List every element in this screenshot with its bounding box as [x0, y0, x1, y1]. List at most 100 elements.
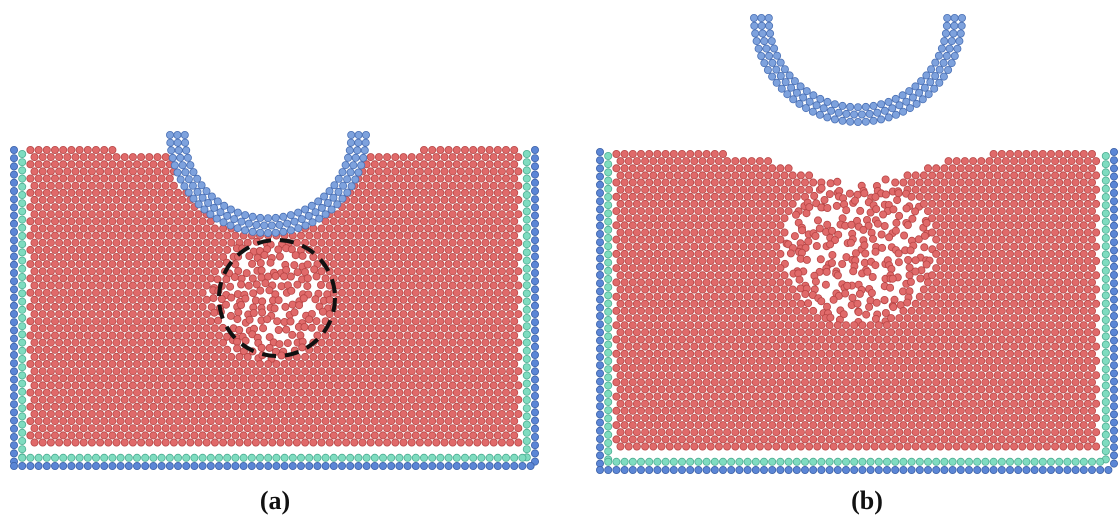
workpiece-atom [437, 389, 444, 396]
workpiece-atom [990, 265, 997, 272]
workpiece-atom [949, 208, 956, 215]
thermostat-atom [502, 454, 509, 461]
boundary-atom [531, 269, 538, 276]
workpiece-atom [47, 368, 54, 375]
boundary-atom [10, 401, 17, 408]
workpiece-atom [375, 353, 382, 360]
workpiece-atom [404, 232, 411, 239]
workpiece-atom [953, 315, 960, 322]
workpiece-atom [654, 364, 661, 371]
workpiece-atom [728, 208, 735, 215]
workpiece-atom [461, 232, 468, 239]
workpiece-atom [68, 303, 75, 310]
workpiece-atom [490, 225, 497, 232]
workpiece-atom [68, 161, 75, 168]
workpiece-atom [355, 403, 362, 410]
workpiece-atom [306, 316, 313, 323]
thermostat-atom [1102, 316, 1109, 323]
thermostat-atom [605, 185, 612, 192]
workpiece-atom [515, 168, 522, 175]
workpiece-atom [482, 396, 489, 403]
workpiece-atom [236, 353, 243, 360]
workpiece-atom [1084, 286, 1091, 293]
thermostat-atom [19, 183, 26, 190]
workpiece-atom [437, 289, 444, 296]
boundary-atom [1097, 466, 1104, 473]
workpiece-atom [408, 182, 415, 189]
workpiece-atom [1072, 222, 1079, 229]
workpiece-atom [982, 236, 989, 243]
workpiece-atom [769, 193, 776, 200]
workpiece-atom [633, 329, 640, 336]
thermostat-atom [19, 282, 26, 289]
thermostat-atom [523, 421, 530, 428]
workpiece-atom [486, 318, 493, 325]
workpiece-atom [256, 360, 263, 367]
workpiece-atom [375, 439, 382, 446]
workpiece-atom [1006, 393, 1013, 400]
boundary-atom [1110, 206, 1117, 213]
workpiece-atom [56, 225, 63, 232]
workpiece-atom [429, 161, 436, 168]
workpiece-atom [109, 232, 116, 239]
workpiece-atom [133, 161, 140, 168]
workpiece-atom [158, 332, 165, 339]
workpiece-atom [474, 239, 481, 246]
workpiece-atom [486, 261, 493, 268]
workpiece-atom [683, 186, 690, 193]
workpiece-atom [617, 343, 624, 350]
workpiece-atom [461, 332, 468, 339]
workpiece-atom [60, 218, 67, 225]
workpiece-atom [355, 346, 362, 353]
workpiece-atom [72, 353, 79, 360]
workpiece-atom [498, 196, 505, 203]
workpiece-atom [351, 368, 358, 375]
workpiece-atom [904, 315, 911, 322]
workpiece-atom [248, 403, 255, 410]
workpiece-atom [146, 339, 153, 346]
workpiece-atom [507, 282, 514, 289]
workpiece-atom [970, 300, 977, 307]
thermostat-atom [851, 458, 858, 465]
workpiece-atom [306, 375, 313, 382]
boundary-atom [60, 462, 67, 469]
workpiece-atom [113, 325, 120, 332]
workpiece-atom [334, 410, 341, 417]
workpiece-atom [195, 368, 202, 375]
workpiece-atom [277, 410, 284, 417]
workpiece-atom [359, 182, 366, 189]
workpiece-atom [871, 372, 878, 379]
workpiece-atom [1006, 250, 1013, 257]
workpiece-atom [72, 382, 79, 389]
workpiece-atom [756, 200, 763, 207]
workpiece-atom [732, 286, 739, 293]
workpiece-atom [1060, 272, 1067, 279]
workpiece-atom [785, 293, 792, 300]
workpiece-atom [937, 315, 944, 322]
thermostat-atom [965, 458, 972, 465]
workpiece-atom [191, 289, 198, 296]
thermostat-atom [670, 458, 677, 465]
workpiece-atom [138, 410, 145, 417]
workpiece-atom [982, 179, 989, 186]
workpiece-atom [43, 246, 50, 253]
workpiece-atom [51, 246, 58, 253]
workpiece-atom [117, 303, 124, 310]
boundary-atom [10, 269, 17, 276]
workpiece-atom [244, 410, 251, 417]
workpiece-atom [351, 296, 358, 303]
workpiece-atom [179, 353, 186, 360]
workpiece-atom [138, 296, 145, 303]
workpiece-atom [392, 168, 399, 175]
thermostat-atom [92, 454, 99, 461]
workpiece-atom [420, 432, 427, 439]
workpiece-atom [699, 172, 706, 179]
workpiece-atom [388, 161, 395, 168]
workpiece-atom [384, 311, 391, 318]
workpiece-atom [64, 154, 71, 161]
workpiece-atom [1019, 386, 1026, 393]
indenter-atom [348, 131, 355, 138]
workpiece-atom [642, 286, 649, 293]
workpiece-atom [1076, 272, 1083, 279]
workpiece-atom [343, 282, 350, 289]
